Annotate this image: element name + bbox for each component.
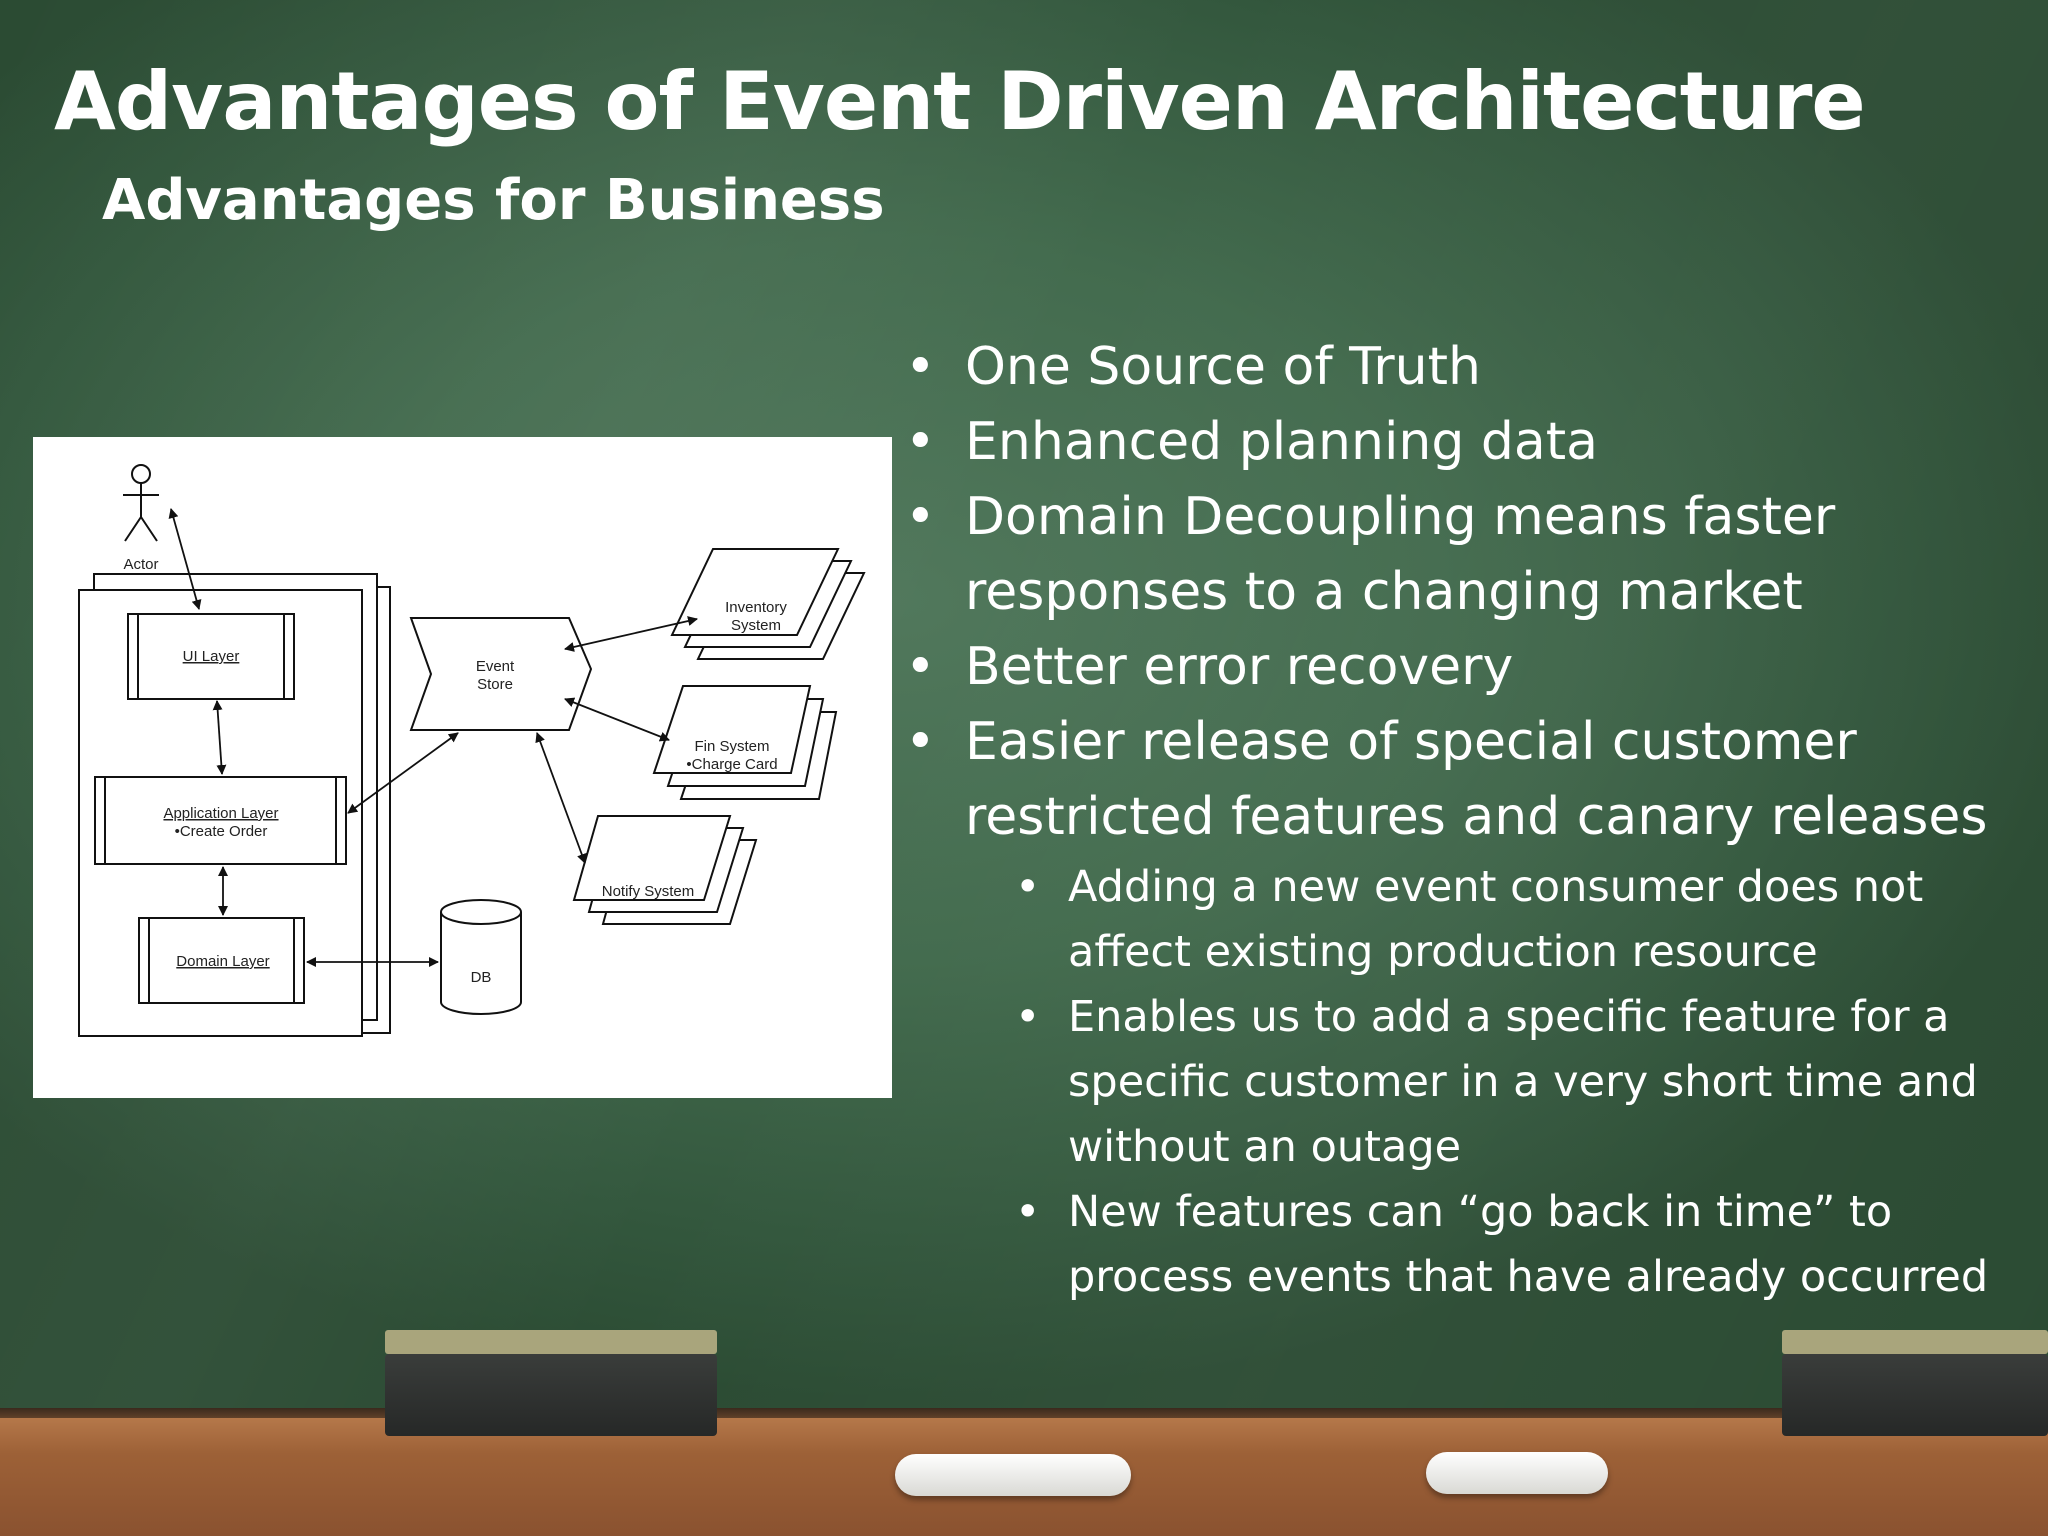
chalk-stick-right xyxy=(1426,1452,1608,1494)
bullet-dot-icon: • xyxy=(905,637,936,697)
fin-system-shape xyxy=(652,685,812,774)
bullet-dot-icon: • xyxy=(905,412,936,472)
actor-label: Actor xyxy=(123,556,158,573)
db-cylinder xyxy=(440,899,522,1015)
bullet-item: • Domain Decoupling means faster response… xyxy=(905,480,2025,630)
ui-layer-box xyxy=(127,613,295,700)
bullet-text: Domain Decoupling means faster responses… xyxy=(965,487,1836,622)
sub-bullet-text: Adding a new event consumer does not aff… xyxy=(1068,862,1924,977)
create-order-label: •Create Order xyxy=(175,823,268,840)
eraser-left xyxy=(385,1330,717,1436)
inventory-system-shape xyxy=(670,548,840,636)
sub-bullet-item: • New features can “go back in time” to p… xyxy=(905,1180,2025,1310)
sub-bullet-item: • Adding a new event consumer does not af… xyxy=(905,855,2025,985)
bullet-text: One Source of Truth xyxy=(965,337,1481,397)
notify-system-label: Notify System xyxy=(602,883,695,900)
bullet-dot-icon: • xyxy=(905,712,936,772)
bullet-item: • Enhanced planning data xyxy=(905,405,2025,480)
bullet-dot-icon: • xyxy=(905,487,936,547)
fin-system-label-line2: •Charge Card xyxy=(686,756,777,773)
eraser-right xyxy=(1782,1330,2048,1436)
architecture-diagram: Actor UI Layer Application Layer •Create… xyxy=(33,437,892,1098)
fin-system-label-line1: Fin System xyxy=(694,738,769,755)
slide-subtitle: Advantages for Business xyxy=(102,168,885,233)
connection-arrows xyxy=(168,508,698,967)
sub-bullet-dot-icon: • xyxy=(1015,862,1041,912)
sub-bullet-dot-icon: • xyxy=(1015,1187,1041,1237)
inventory-label-line1: Inventory xyxy=(725,599,787,616)
bullet-text: Better error recovery xyxy=(965,637,1514,697)
event-store-label-line2: Store xyxy=(477,676,513,693)
chalk-stick-left xyxy=(895,1454,1131,1496)
sub-bullet-dot-icon: • xyxy=(1015,992,1041,1042)
domain-layer-label: Domain Layer xyxy=(176,953,269,970)
advantages-list: • One Source of Truth • Enhanced planning … xyxy=(905,330,2025,1310)
sub-bullet-text: New features can “go back in time” to pr… xyxy=(1068,1187,1989,1302)
application-layer-label: Application Layer xyxy=(163,805,278,822)
notify-system-shape xyxy=(572,815,732,901)
ui-layer-label: UI Layer xyxy=(183,648,240,665)
sub-bullet-text: Enables us to add a specific feature for… xyxy=(1068,992,1978,1172)
bullet-item: • One Source of Truth xyxy=(905,330,2025,405)
bullet-dot-icon: • xyxy=(905,337,936,397)
domain-layer-box xyxy=(138,917,305,1004)
slide-title: Advantages of Event Driven Architecture xyxy=(54,55,1866,148)
architecture-diagram-svg: Actor UI Layer Application Layer •Create… xyxy=(78,464,866,1037)
bullet-text: Easier release of special customer restr… xyxy=(965,712,1988,847)
bullet-item: • Better error recovery xyxy=(905,630,2025,705)
event-store-label-line1: Event xyxy=(476,658,515,675)
bullet-item: • Easier release of special customer rest… xyxy=(905,705,2025,855)
actor-figure xyxy=(123,464,159,542)
bullet-text: Enhanced planning data xyxy=(965,412,1599,472)
inventory-label-line2: System xyxy=(731,617,781,634)
sub-bullet-item: • Enables us to add a specific feature fo… xyxy=(905,985,2025,1180)
application-layer-box xyxy=(94,776,347,865)
db-label: DB xyxy=(471,969,492,986)
